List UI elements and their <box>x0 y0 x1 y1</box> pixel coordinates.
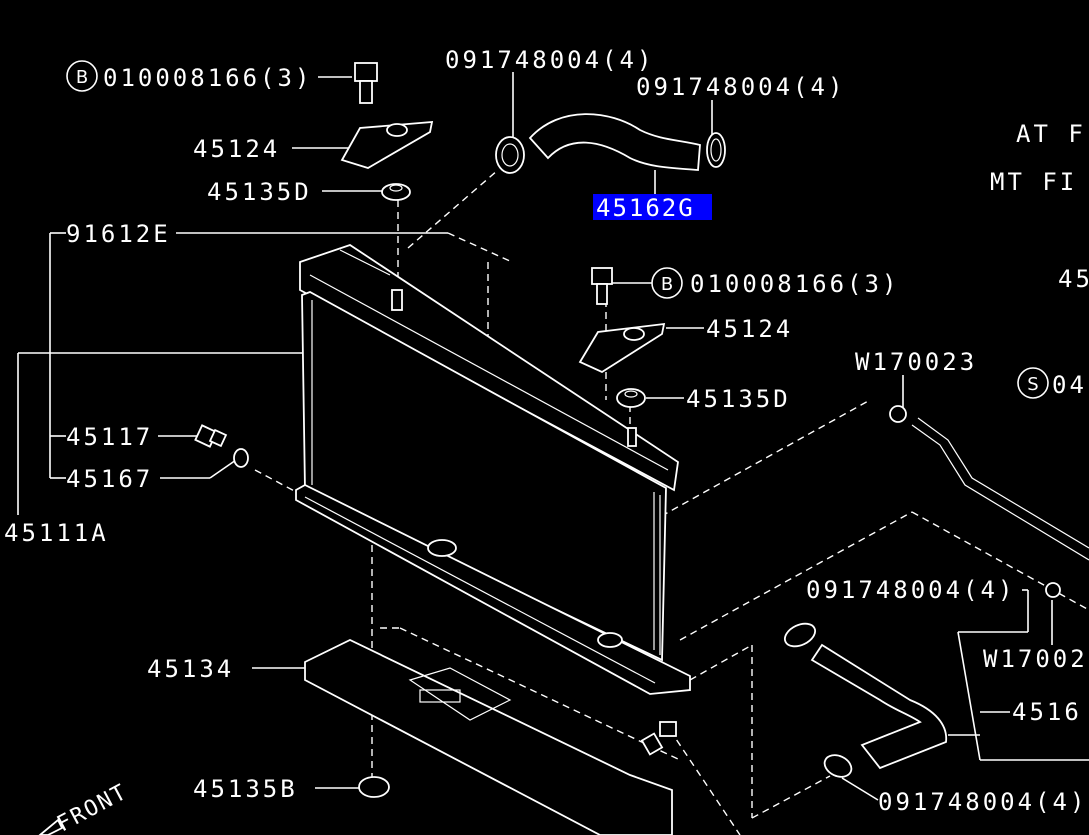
lower-radiator-hose[interactable] <box>810 643 947 770</box>
circle-b-top: B <box>66 60 98 92</box>
hose-clamp-top-left[interactable] <box>495 136 525 174</box>
label-lower-bracket[interactable]: 45134 <box>147 655 234 683</box>
leader-lines <box>17 72 1089 801</box>
drain-plug[interactable] <box>194 424 228 448</box>
circle-s-right: S <box>1017 367 1049 399</box>
bolt-mid[interactable] <box>591 267 613 305</box>
cushion-mid[interactable] <box>616 388 646 408</box>
label-radiator-cap-assy[interactable]: 91612E <box>66 220 171 248</box>
bracket-top-left[interactable] <box>340 121 434 169</box>
o-ring[interactable] <box>233 448 249 468</box>
label-clip-w170023[interactable]: W170023 <box>855 348 977 376</box>
label-bolt-top-left[interactable]: 010008166(3) <box>103 64 312 92</box>
label-cushion-top-left[interactable]: 45135D <box>207 178 312 206</box>
label-at-fill: AT F <box>1016 120 1086 148</box>
clip-w17002[interactable] <box>1045 582 1061 598</box>
bolt-lower[interactable] <box>640 721 677 756</box>
hose-clamp-top-right[interactable] <box>706 132 726 168</box>
bolt-top-left[interactable] <box>354 62 378 104</box>
svg-text:B: B <box>661 274 673 295</box>
label-hose-upper[interactable]: 45162G <box>596 194 695 222</box>
label-bolt-mid[interactable]: 010008166(3) <box>690 270 899 298</box>
label-radiator[interactable]: 45111A <box>4 519 109 547</box>
front-label: FRONT <box>53 779 132 835</box>
label-bracket-top-left[interactable]: 45124 <box>193 135 280 163</box>
label-clamp-top-1[interactable]: 091748004(4) <box>445 46 654 74</box>
circle-b-mid: B <box>651 267 683 299</box>
clip-w170023[interactable] <box>889 405 907 423</box>
label-cushion-mid[interactable]: 45135D <box>686 385 791 413</box>
label-drain-plug[interactable]: 45117 <box>66 423 153 451</box>
cushion-lower[interactable] <box>358 776 390 798</box>
label-hose-lower[interactable]: 4516 <box>1012 698 1082 726</box>
label-right-cut: 45 <box>1058 265 1089 293</box>
label-clamp-lower-1[interactable]: 091748004(4) <box>806 576 1015 604</box>
label-clamp-top-2[interactable]: 091748004(4) <box>636 73 845 101</box>
bracket-mid[interactable] <box>578 322 666 374</box>
label-o-ring[interactable]: 45167 <box>66 465 153 493</box>
lower-bracket[interactable] <box>304 638 673 835</box>
highlight-hose-upper <box>593 194 712 220</box>
label-clamp-lower-2[interactable]: 091748004(4) <box>878 788 1087 816</box>
overflow-hose[interactable] <box>911 417 1089 561</box>
radiator-assembly[interactable] <box>295 244 691 695</box>
label-clip-w17002[interactable]: W17002 <box>983 645 1088 673</box>
label-cushion-lower[interactable]: 45135B <box>193 775 298 803</box>
label-mt-fill: MT FI <box>990 168 1077 196</box>
hose-clamp-lower-upper[interactable] <box>781 619 818 651</box>
upper-radiator-hose[interactable] <box>528 113 701 171</box>
svg-text:S: S <box>1027 374 1038 395</box>
label-bracket-mid[interactable]: 45124 <box>706 315 793 343</box>
front-direction-marker: FRONT <box>38 779 132 835</box>
hose-clamp-lower-lower[interactable] <box>821 751 855 781</box>
cushion-top-left[interactable] <box>381 183 411 201</box>
label-s-partial: 04 <box>1052 371 1087 399</box>
svg-text:B: B <box>76 67 88 88</box>
